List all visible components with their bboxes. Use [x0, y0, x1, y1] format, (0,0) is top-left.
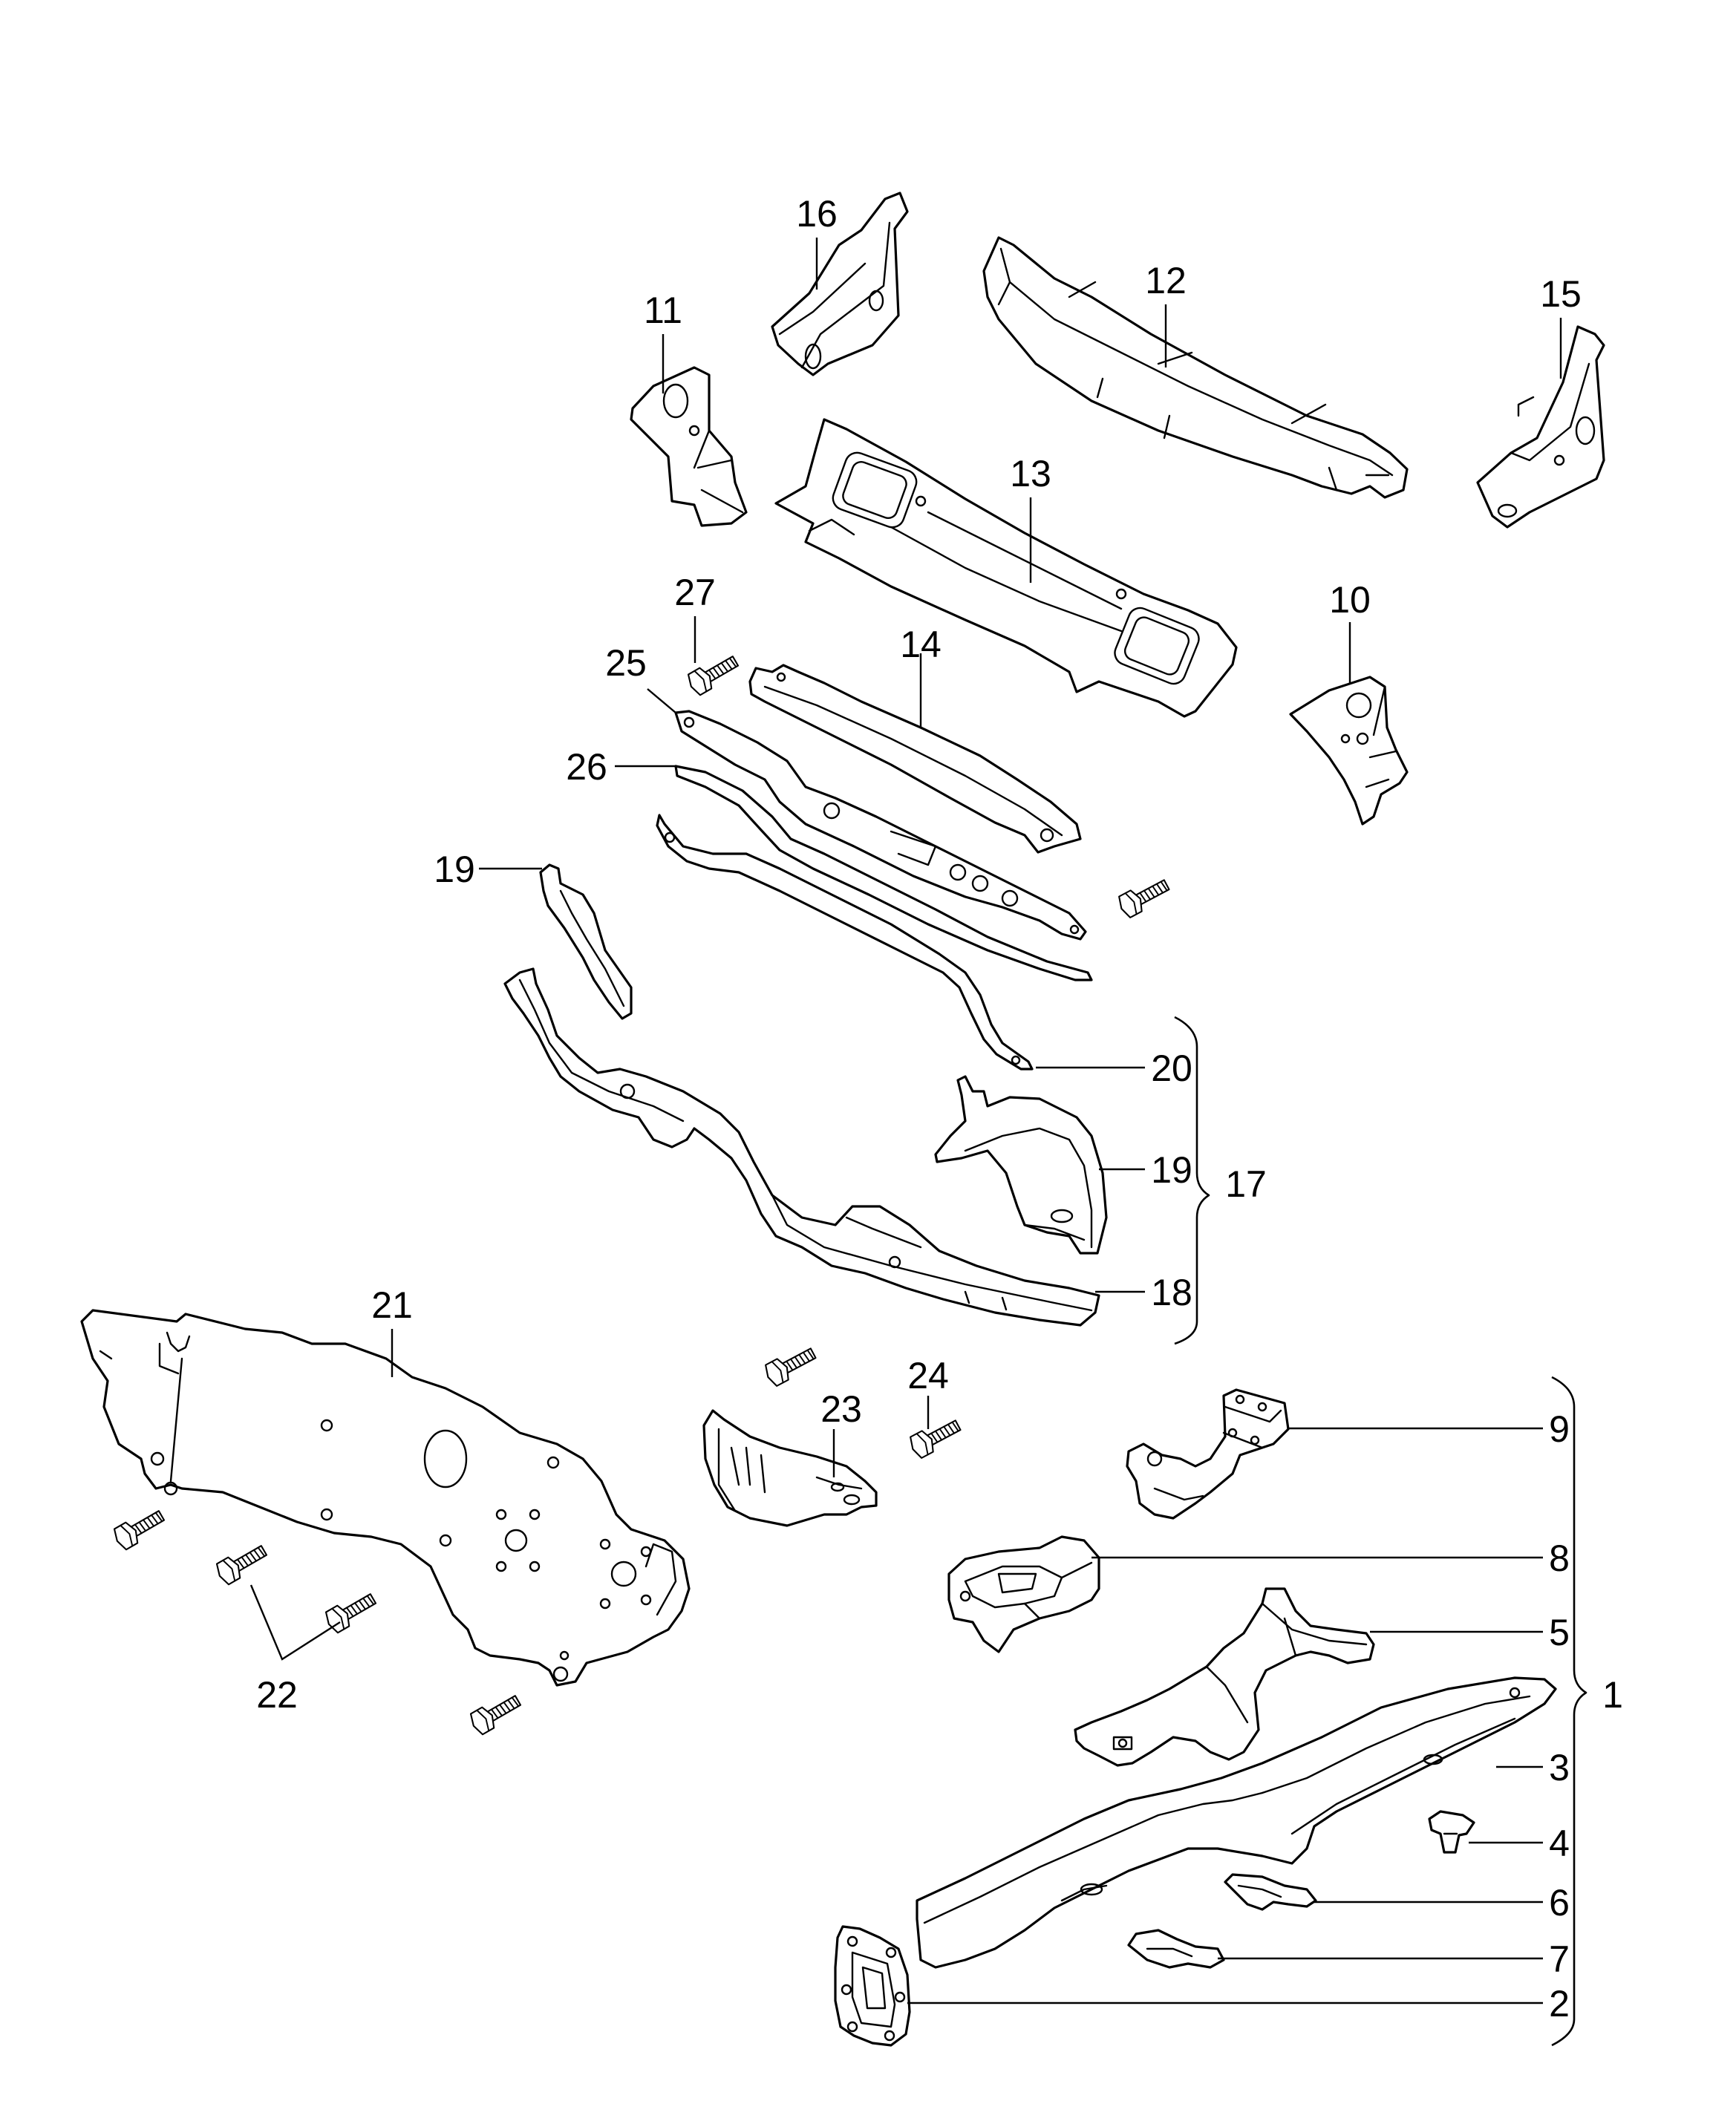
callout-7: 7 [1549, 1938, 1570, 1980]
brace-17 [1174, 1016, 1210, 1345]
callout-11: 11 [644, 290, 682, 331]
part-2-plate [834, 1925, 911, 2047]
callout-14: 14 [900, 624, 942, 665]
callout-10: 10 [1329, 579, 1371, 621]
part-26-strip [674, 765, 1093, 981]
part-15-bracket [1476, 325, 1605, 529]
callout-4: 4 [1549, 1823, 1570, 1864]
callout-labels: 16 11 12 15 13 10 27 14 25 26 19 20 19 1… [256, 193, 1623, 2025]
callout-20: 20 [1151, 1048, 1192, 1089]
bolt-27 [684, 650, 743, 698]
part-21-bulkhead [80, 1309, 691, 1687]
callout-24: 24 [907, 1355, 949, 1396]
part-19-left-gusset [539, 863, 633, 1020]
part-18-crossmember [503, 967, 1100, 1327]
bolt-22-upper [212, 1539, 271, 1587]
callout-17: 17 [1225, 1163, 1267, 1205]
bolt-22-bottom [466, 1689, 525, 1737]
leader-lines [249, 238, 1562, 2004]
callout-8: 8 [1549, 1538, 1570, 1579]
part-11-bracket [630, 366, 748, 527]
callout-15: 15 [1540, 273, 1582, 315]
part-3-rail [916, 1676, 1557, 1969]
part-13-cowl [774, 418, 1238, 718]
callout-21: 21 [371, 1284, 413, 1326]
part-4-clip [1428, 1810, 1475, 1854]
bolt-14-side [1115, 873, 1173, 921]
callout-5: 5 [1549, 1612, 1570, 1653]
callout-26: 26 [566, 746, 607, 788]
callout-3: 3 [1549, 1747, 1570, 1788]
callout-12: 12 [1145, 260, 1187, 301]
part-19-right-wheelhouse [934, 1075, 1108, 1255]
callout-22: 22 [256, 1674, 298, 1716]
part-12-panel [982, 236, 1409, 499]
part-8-bracket [947, 1535, 1100, 1653]
part-6-clip [1224, 1873, 1317, 1911]
callout-2: 2 [1549, 1983, 1570, 2025]
callout-13: 13 [1010, 453, 1051, 494]
bolt-23-upper [761, 1342, 820, 1389]
callout-25: 25 [605, 642, 647, 684]
callout-23: 23 [820, 1388, 862, 1430]
bolt-24 [906, 1414, 965, 1461]
callout-19-right: 19 [1151, 1149, 1192, 1191]
callout-19-left: 19 [434, 849, 475, 890]
part-9-bracket [1126, 1388, 1290, 1520]
part-5-bracket [1074, 1587, 1375, 1767]
callout-1: 1 [1602, 1674, 1623, 1716]
part-16-bracket [771, 192, 909, 376]
part-25-bracket [674, 710, 1087, 941]
bolt-22-left [110, 1504, 169, 1552]
brace-1 [1551, 1376, 1587, 2047]
callout-6: 6 [1549, 1882, 1570, 1924]
callout-18: 18 [1151, 1272, 1192, 1313]
callout-27: 27 [674, 572, 716, 613]
callout-16: 16 [796, 193, 838, 235]
part-7-clip [1127, 1929, 1225, 1969]
callout-9: 9 [1549, 1408, 1570, 1450]
part-23-bracket [702, 1409, 878, 1527]
part-14-bracket [748, 664, 1082, 854]
part-10-bracket [1289, 676, 1409, 826]
part-20-strip [656, 814, 1034, 1071]
